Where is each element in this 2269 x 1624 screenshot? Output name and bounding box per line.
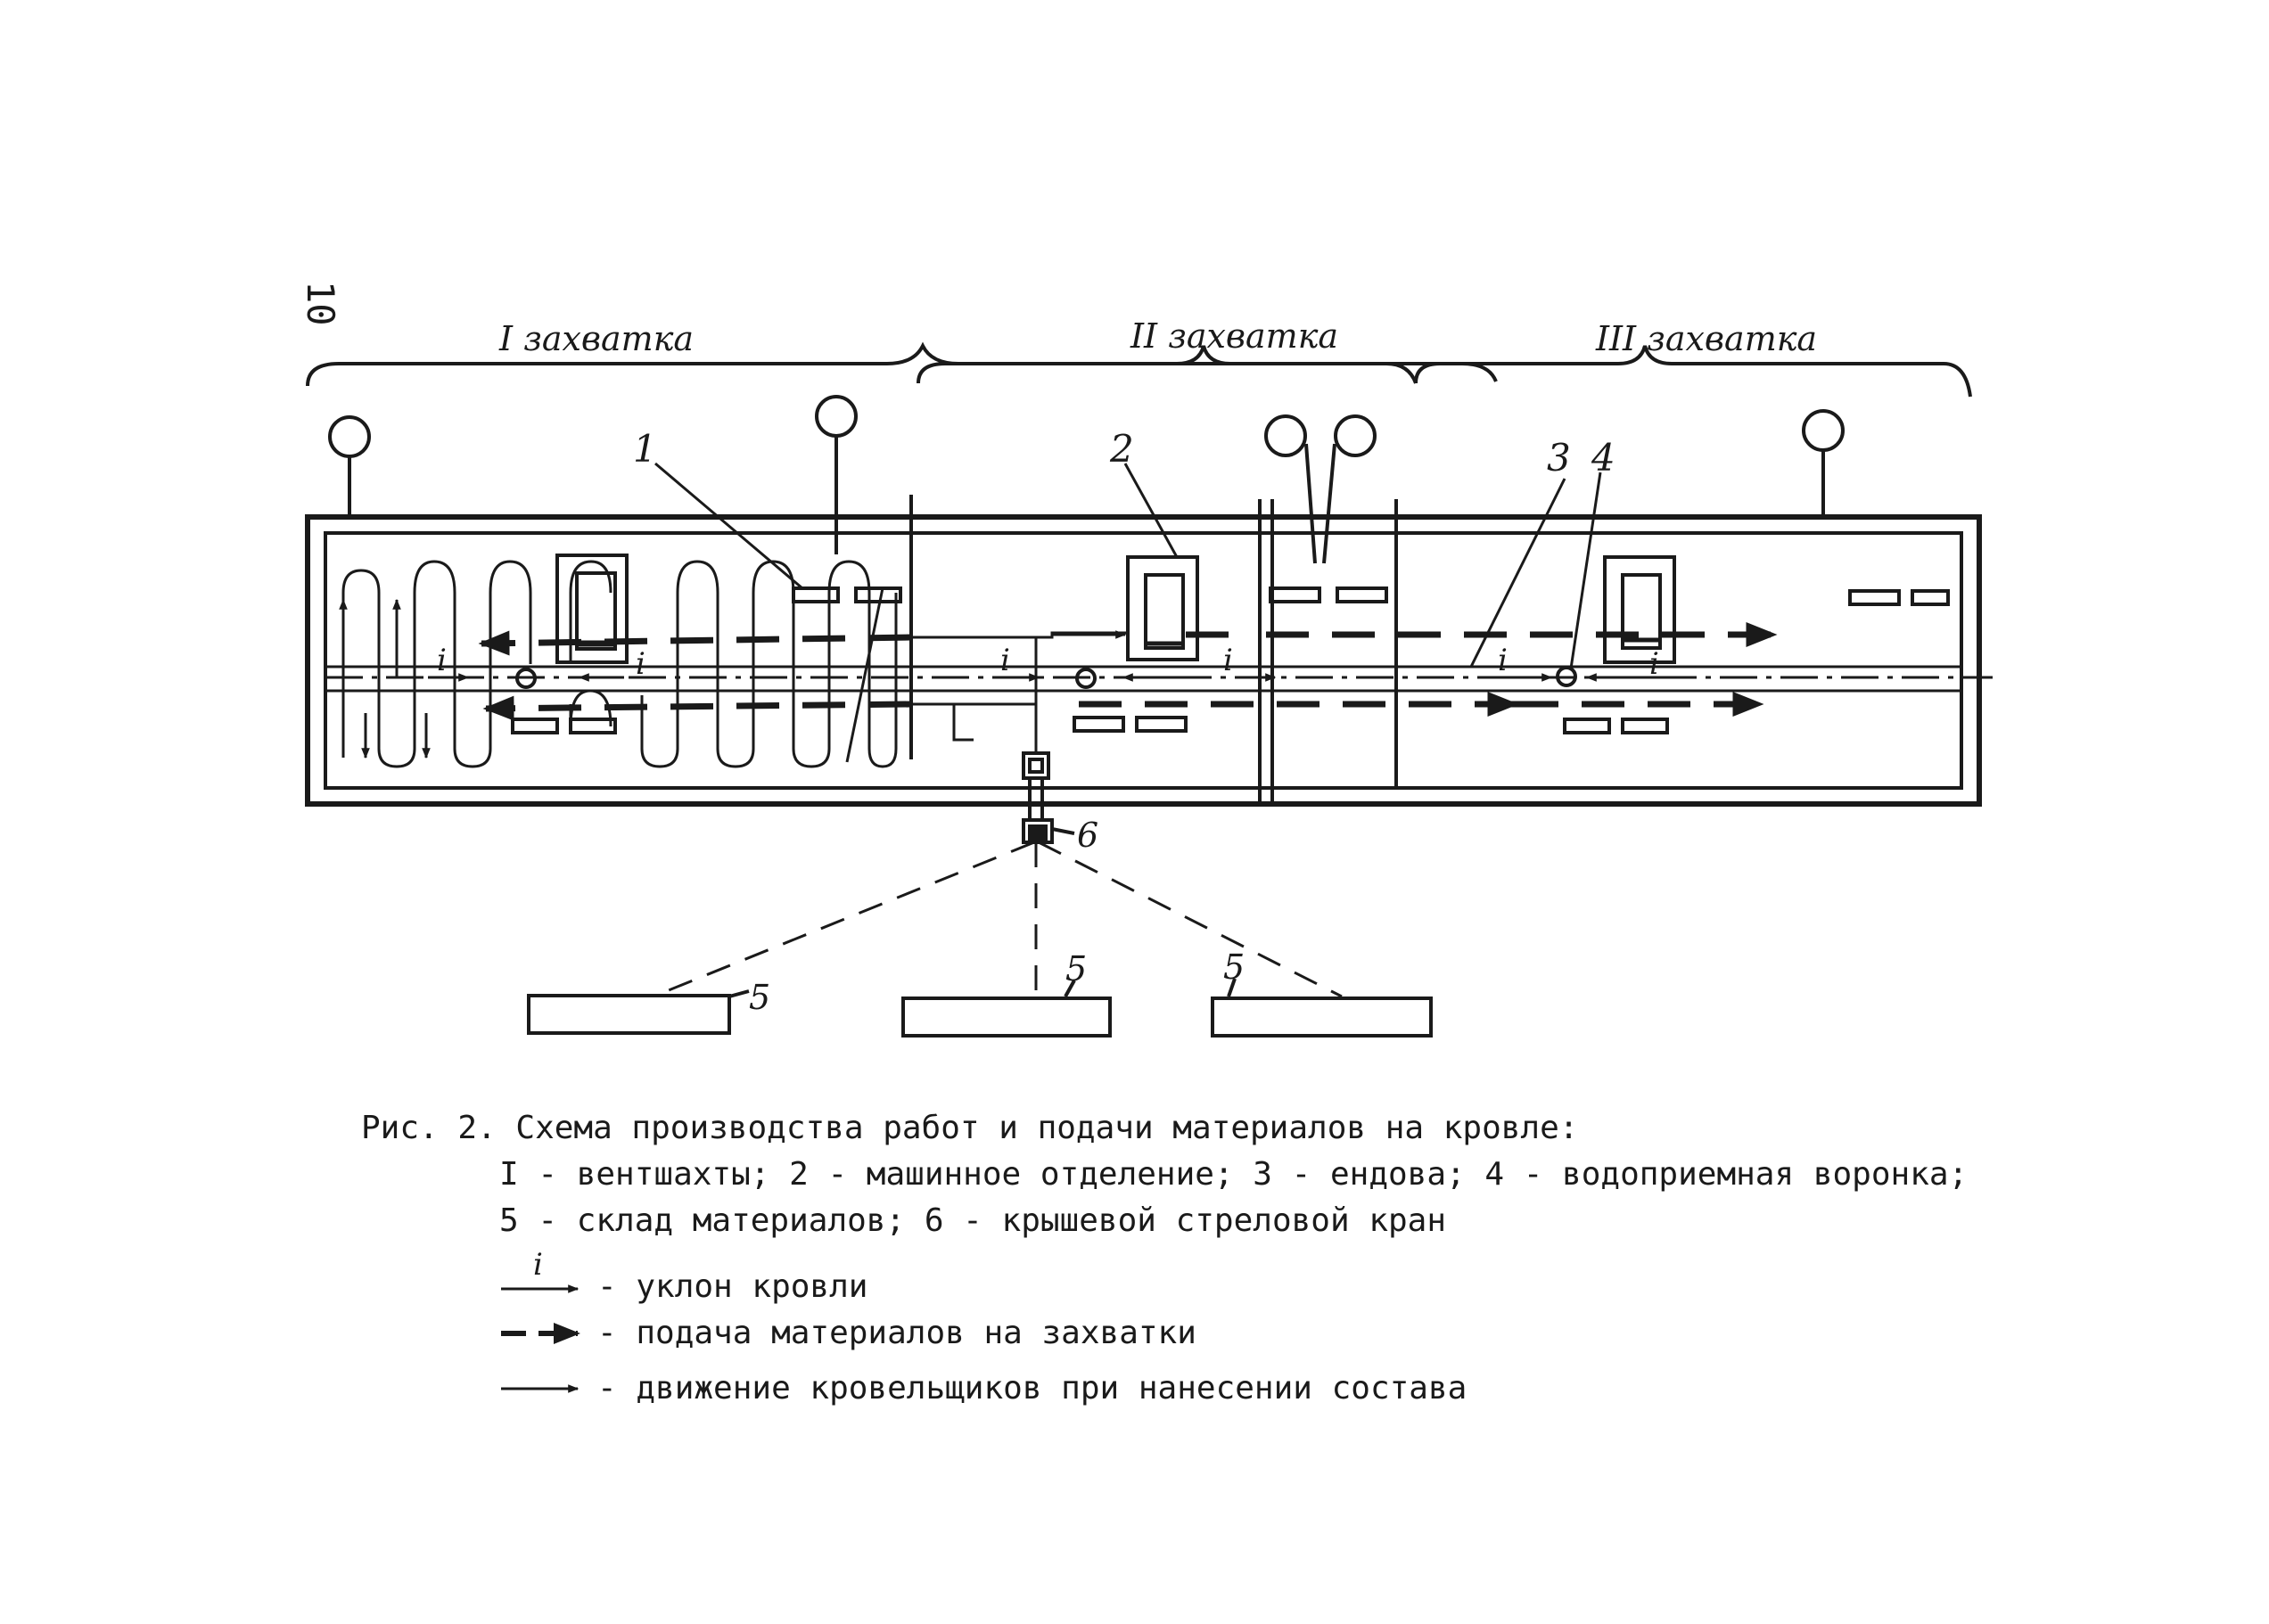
slope-label: i — [1000, 643, 1010, 678]
callout-2: 2 — [1109, 427, 1134, 471]
figure-caption: Рис. 2. Схема производства работ и подач… — [361, 1105, 1968, 1417]
vent-circle — [815, 395, 858, 438]
vent-circle — [1802, 409, 1845, 452]
material-supply-arrows — [478, 622, 1778, 721]
slope-label: i — [636, 646, 645, 682]
solid-arrow-icon — [501, 1384, 580, 1393]
vent-rect — [1135, 716, 1188, 733]
machine-room — [555, 554, 629, 664]
legend-slope-text: - уклон кровли — [597, 1268, 868, 1305]
section-braces — [306, 341, 1972, 398]
machine-room — [1603, 555, 1676, 664]
section-label-2: II захватка — [1130, 316, 1338, 356]
roofer-movement-arrows — [896, 630, 1127, 641]
legend-supply-text: - подача материалов на захватки — [597, 1315, 1196, 1351]
drain-funnels — [515, 666, 1577, 689]
drain-funnel — [1075, 668, 1097, 689]
brace-section-3 — [1414, 345, 1972, 398]
machine-room — [1126, 555, 1199, 661]
roof-outer-wall — [305, 514, 1982, 807]
legend-slope: i - уклон кровли — [361, 1251, 1968, 1307]
vent-rect — [1911, 589, 1950, 606]
drain-funnel — [515, 668, 537, 689]
material-storages — [527, 978, 1433, 1038]
machine-room-inner — [575, 571, 617, 651]
slope-label: i — [1649, 646, 1659, 682]
vent-rects — [511, 586, 1950, 734]
callout-1: 1 — [633, 427, 657, 471]
drain-funnel — [1556, 666, 1577, 687]
slope-label: i — [1498, 643, 1508, 678]
callout-3: 3 — [1547, 436, 1571, 480]
machine-room-inner — [1144, 573, 1185, 650]
page-number: 10 — [299, 281, 342, 326]
slope-labels: i i i i i i — [437, 643, 1659, 682]
caption-title: Рис. 2. Схема производства работ и подач… — [361, 1110, 1579, 1146]
vent-rect — [511, 718, 559, 734]
vent-rect — [1621, 718, 1669, 734]
roofers-diagonal — [845, 587, 884, 763]
vent-rect — [1563, 718, 1611, 734]
storage-2 — [901, 997, 1112, 1038]
vent-circle — [1334, 414, 1377, 457]
callout-4: 4 — [1591, 436, 1615, 480]
roofers-serpentine — [341, 560, 898, 768]
vent-circle — [328, 415, 371, 458]
vent-rect — [1073, 716, 1125, 733]
callout-5c: 5 — [1223, 947, 1245, 987]
legend-roofers: - движение кровельщиков при нанесении со… — [361, 1362, 1968, 1417]
brace-section-2 — [917, 345, 1418, 384]
roof-crane — [1022, 751, 1075, 844]
crane-top-block — [1022, 751, 1050, 780]
storage-1 — [527, 994, 731, 1035]
legend-supply: - подача материалов на захватки — [361, 1307, 1968, 1362]
section-label-1: I захватка — [498, 319, 694, 358]
slope-arrow-icon: i — [501, 1251, 580, 1293]
slope-label: i — [437, 643, 447, 678]
vent-rect — [1848, 589, 1901, 606]
slope-label: i — [1223, 643, 1233, 678]
vent-rect — [1336, 586, 1388, 603]
storage-3 — [1211, 997, 1433, 1038]
dashed-arrow-icon — [501, 1323, 580, 1344]
callout-leaders — [654, 462, 1602, 669]
machine-rooms — [555, 554, 1676, 664]
section-label-3: III захватка — [1595, 319, 1817, 358]
callout-6: 6 — [1077, 816, 1098, 855]
vent-rect — [792, 586, 840, 603]
vent-rect — [569, 718, 617, 734]
machine-room-inner — [1621, 573, 1662, 650]
callout-5b: 5 — [1065, 949, 1087, 988]
callout-5a: 5 — [749, 978, 770, 1017]
legend-roofers-text: - движение кровельщиков при нанесении со… — [597, 1370, 1467, 1407]
caption-line-2: 5 - склад материалов; 6 - крышевой стрел… — [499, 1202, 1447, 1239]
vent-rect — [854, 586, 902, 603]
caption-line-1: I - вентшахты; 2 - машинное отделение; 3… — [499, 1156, 1969, 1193]
vent-circle — [1264, 414, 1307, 457]
vent-shafts — [328, 395, 1845, 564]
vent-rect — [1269, 586, 1321, 603]
supply-line-stub — [911, 702, 974, 742]
legend-slope-symbol: i — [533, 1251, 543, 1283]
supply-line-feed — [1034, 631, 1128, 753]
roof-inner-wall — [324, 531, 1963, 790]
crane-radius-lines — [659, 841, 1343, 998]
